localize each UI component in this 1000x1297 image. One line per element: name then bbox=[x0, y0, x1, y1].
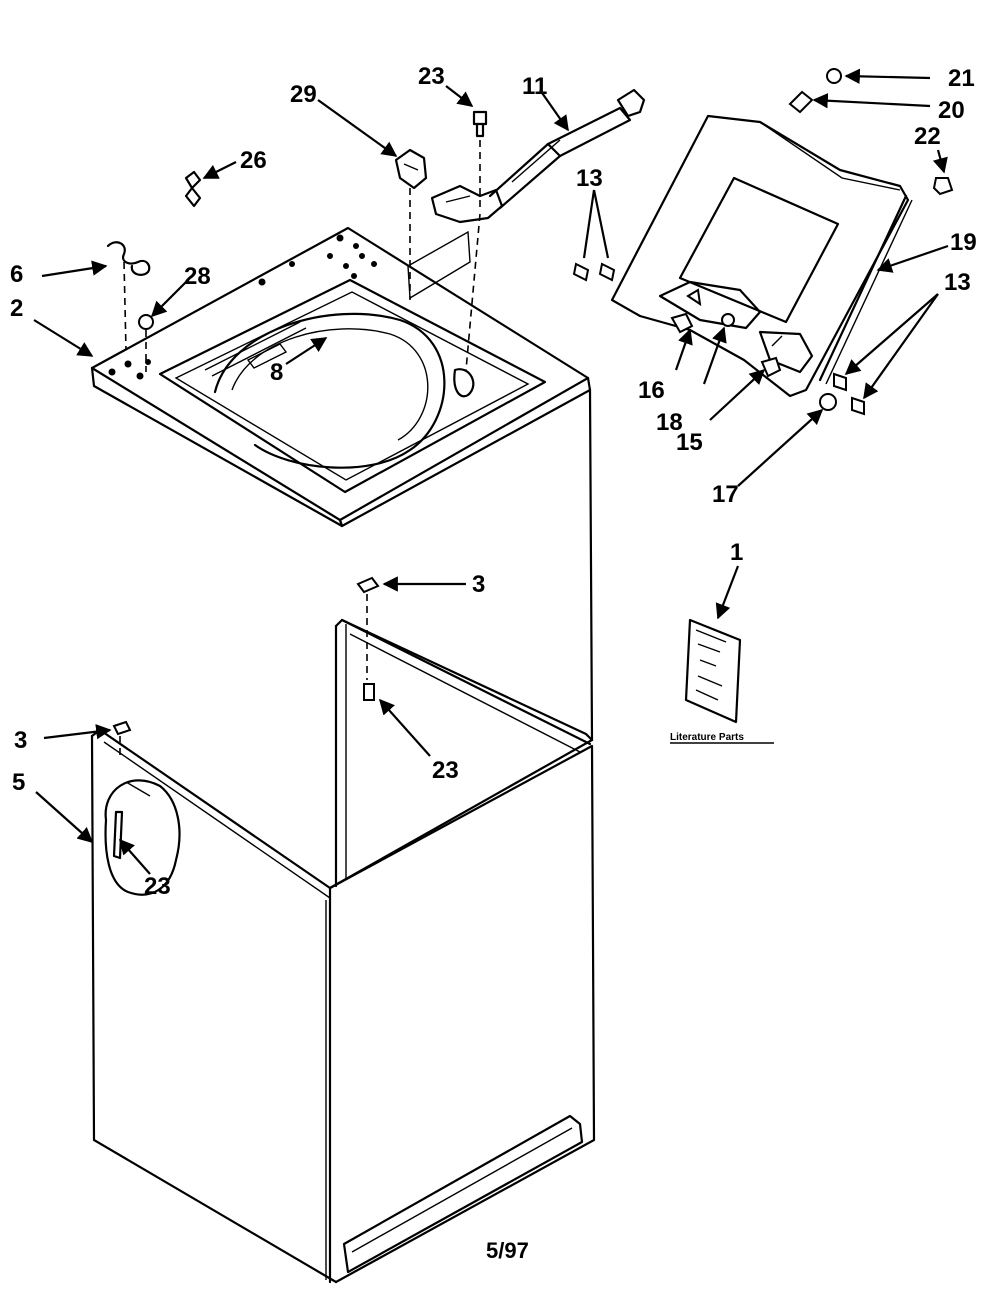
callout-28: 28 bbox=[184, 263, 211, 290]
callout-15: 15 bbox=[676, 429, 703, 456]
callout-20: 20 bbox=[938, 97, 965, 124]
callout-17: 17 bbox=[712, 481, 739, 508]
part-6-clip bbox=[106, 241, 151, 351]
callout-13-left: 13 bbox=[576, 165, 603, 192]
part-small-hinge-fasteners bbox=[670, 288, 865, 416]
callout-26: 26 bbox=[240, 147, 267, 174]
callout-3-lower: 3 bbox=[14, 727, 27, 754]
callout-3-upper: 3 bbox=[472, 571, 485, 598]
callout-1: 1 bbox=[730, 539, 743, 566]
callout-21: 21 bbox=[948, 65, 975, 92]
callout-23-top: 23 bbox=[418, 63, 445, 90]
part-3-clips bbox=[112, 576, 380, 760]
callout-18: 18 bbox=[656, 409, 683, 436]
callout-23-cutaway: 23 bbox=[144, 873, 171, 900]
callout-5: 5 bbox=[12, 769, 25, 796]
callout-29: 29 bbox=[290, 81, 317, 108]
callout-6: 6 bbox=[10, 261, 23, 288]
callout-19: 19 bbox=[950, 229, 977, 256]
callout-16: 16 bbox=[638, 377, 665, 404]
part-28-bracket bbox=[138, 314, 154, 372]
callout-11: 11 bbox=[522, 73, 547, 100]
part-23-screw-top bbox=[472, 110, 488, 210]
literature-card bbox=[684, 618, 742, 724]
washer-lid bbox=[610, 114, 913, 398]
literature-parts-label: Literature Parts bbox=[670, 732, 744, 743]
part-11-lid-switch-harness bbox=[430, 88, 646, 371]
footer-code: 5/97 bbox=[486, 1238, 529, 1263]
callout-numbers: 21 20 22 19 13 13 16 18 15 17 23 11 29 2… bbox=[10, 63, 977, 900]
leader-lines bbox=[33, 68, 949, 875]
part-29-actuator bbox=[394, 148, 428, 300]
washer-top-panel bbox=[90, 226, 594, 742]
callout-2: 2 bbox=[10, 295, 23, 322]
part-20-21-22-fasteners bbox=[788, 68, 954, 196]
callout-13-right: 13 bbox=[944, 269, 971, 296]
part-26-clip bbox=[184, 170, 202, 208]
washer-cabinet bbox=[90, 618, 596, 1284]
part-13-screws-left bbox=[572, 262, 616, 282]
callout-23-middle: 23 bbox=[432, 757, 459, 784]
callout-8: 8 bbox=[270, 359, 283, 386]
callout-22: 22 bbox=[914, 123, 941, 150]
